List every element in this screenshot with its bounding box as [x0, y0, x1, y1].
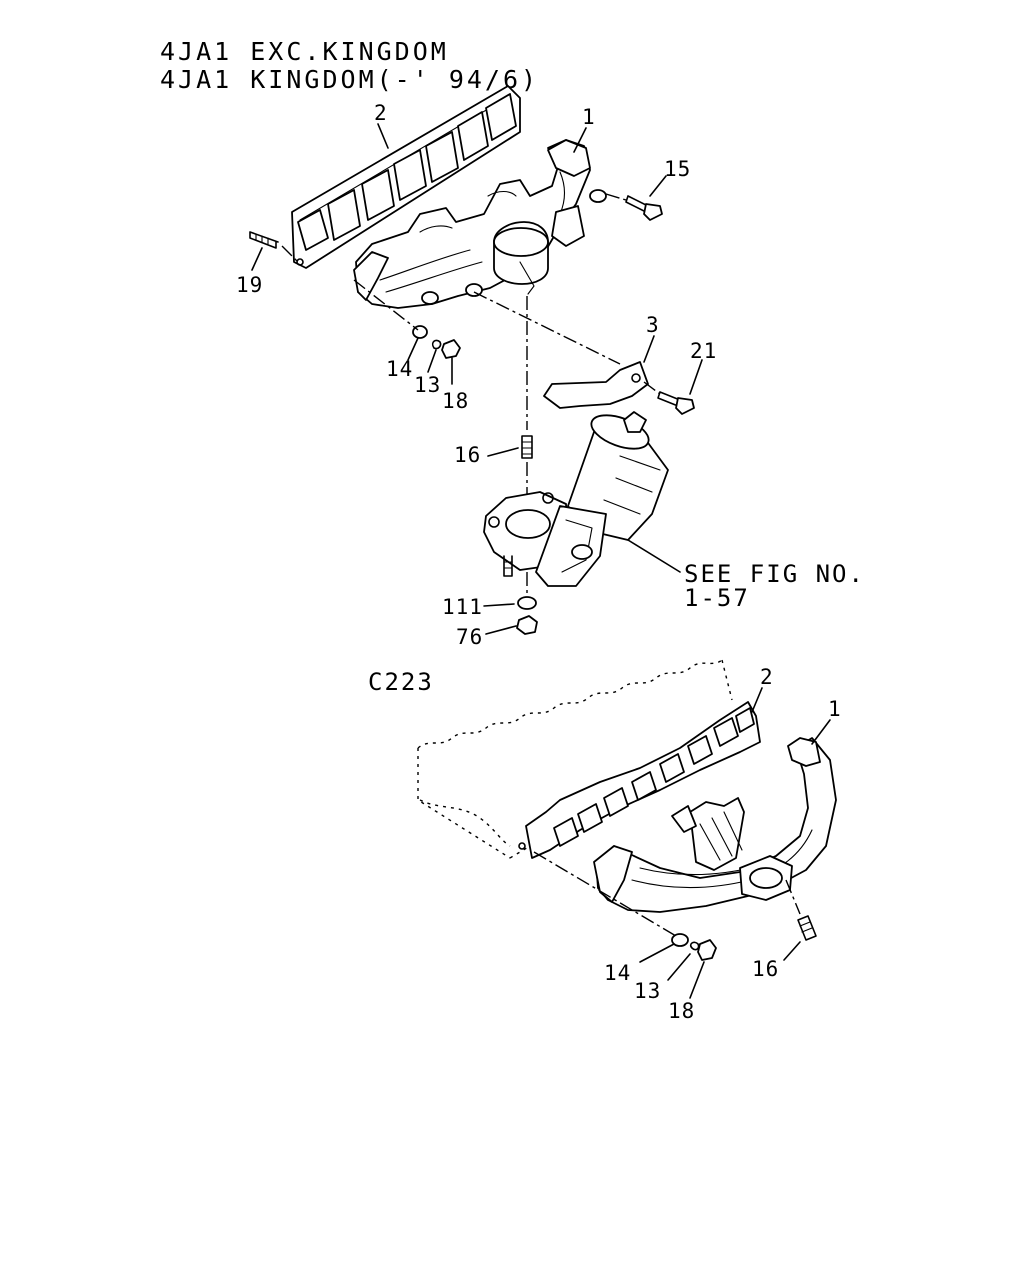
- callout-upper-15: 15: [664, 157, 691, 181]
- header-line-2: 4JA1 KINGDOM(-' 94/6): [160, 65, 539, 94]
- lower-part-16-stud: [797, 915, 817, 941]
- guide-3: [473, 291, 621, 365]
- see-fig-label: SEE FIG NO.: [684, 560, 865, 588]
- part-13-lock-washer: [431, 339, 442, 350]
- callout-upper-14: 14: [386, 357, 413, 381]
- callout-upper-2: 2: [374, 101, 388, 125]
- callout-lower-13: 13: [634, 979, 661, 1003]
- part-21-bolt: [657, 391, 695, 415]
- callout-upper-21: 21: [690, 339, 717, 363]
- leader-upper-19: [251, 247, 263, 271]
- callout-upper-18: 18: [442, 389, 469, 413]
- leader-lower-1: [811, 719, 831, 745]
- callout-upper-16: 16: [454, 443, 481, 467]
- leader-upper-111: [483, 603, 515, 607]
- guide-19: [281, 245, 299, 263]
- cylinder-head-outline: [417, 659, 733, 859]
- callout-upper-111: 111: [442, 595, 483, 619]
- callout-lower-1: 1: [828, 697, 842, 721]
- part-16-stud-upper: [521, 435, 533, 459]
- leader-lower-2: [751, 687, 763, 713]
- callout-lower-2: 2: [760, 665, 774, 689]
- part-76-nut: [516, 615, 538, 635]
- part-111-gasket: [517, 596, 537, 610]
- part-19-stud: [249, 231, 279, 249]
- leader-upper-16: [487, 447, 519, 457]
- lower-part-14-washer: [671, 933, 689, 947]
- leader-upper-76: [485, 625, 517, 635]
- leader-upper-13: [427, 349, 437, 373]
- callout-lower-18: 18: [668, 999, 695, 1023]
- leader-upper-3: [643, 335, 655, 363]
- leader-upper-14: [407, 337, 419, 361]
- callout-lower-16: 16: [752, 957, 779, 981]
- guide-lower-16: [785, 879, 801, 915]
- guide-15: [605, 193, 627, 201]
- leader-see-fig: [627, 539, 681, 573]
- guide-lower-14: [533, 851, 677, 937]
- header-line-1: 4JA1 EXC.KINGDOM: [160, 37, 449, 66]
- callout-upper-1: 1: [582, 105, 596, 129]
- leader-upper-15: [649, 175, 667, 197]
- egr-valve-assembly: [483, 411, 669, 587]
- leader-lower-14: [639, 943, 675, 963]
- guide-14: [353, 279, 419, 331]
- guide-21: [643, 381, 661, 395]
- part-15-bolt: [625, 195, 663, 221]
- callout-upper-19: 19: [236, 273, 263, 297]
- part-18-nut: [441, 339, 461, 359]
- leader-lower-18: [689, 961, 705, 999]
- variant-code: C223: [368, 668, 434, 696]
- lower-part-18-nut: [697, 939, 717, 961]
- callout-upper-76: 76: [456, 625, 483, 649]
- part-3-bracket: [543, 361, 649, 409]
- lower-manifold-gasket: [518, 701, 761, 859]
- leader-lower-13: [667, 953, 691, 981]
- leader-upper-2: [377, 123, 389, 149]
- upper-exhaust-manifold: [353, 139, 607, 309]
- leader-lower-16: [783, 941, 801, 961]
- lower-part-13-lock-washer: [689, 941, 700, 951]
- callout-lower-14: 14: [604, 961, 631, 985]
- leader-upper-1: [573, 127, 587, 153]
- upper-manifold-gasket: [291, 85, 521, 269]
- lower-exhaust-manifold: [593, 737, 837, 913]
- leader-upper-21: [689, 359, 703, 395]
- callout-upper-3: 3: [646, 313, 660, 337]
- callout-upper-13: 13: [414, 373, 441, 397]
- see-fig-number: 1-57: [684, 584, 750, 612]
